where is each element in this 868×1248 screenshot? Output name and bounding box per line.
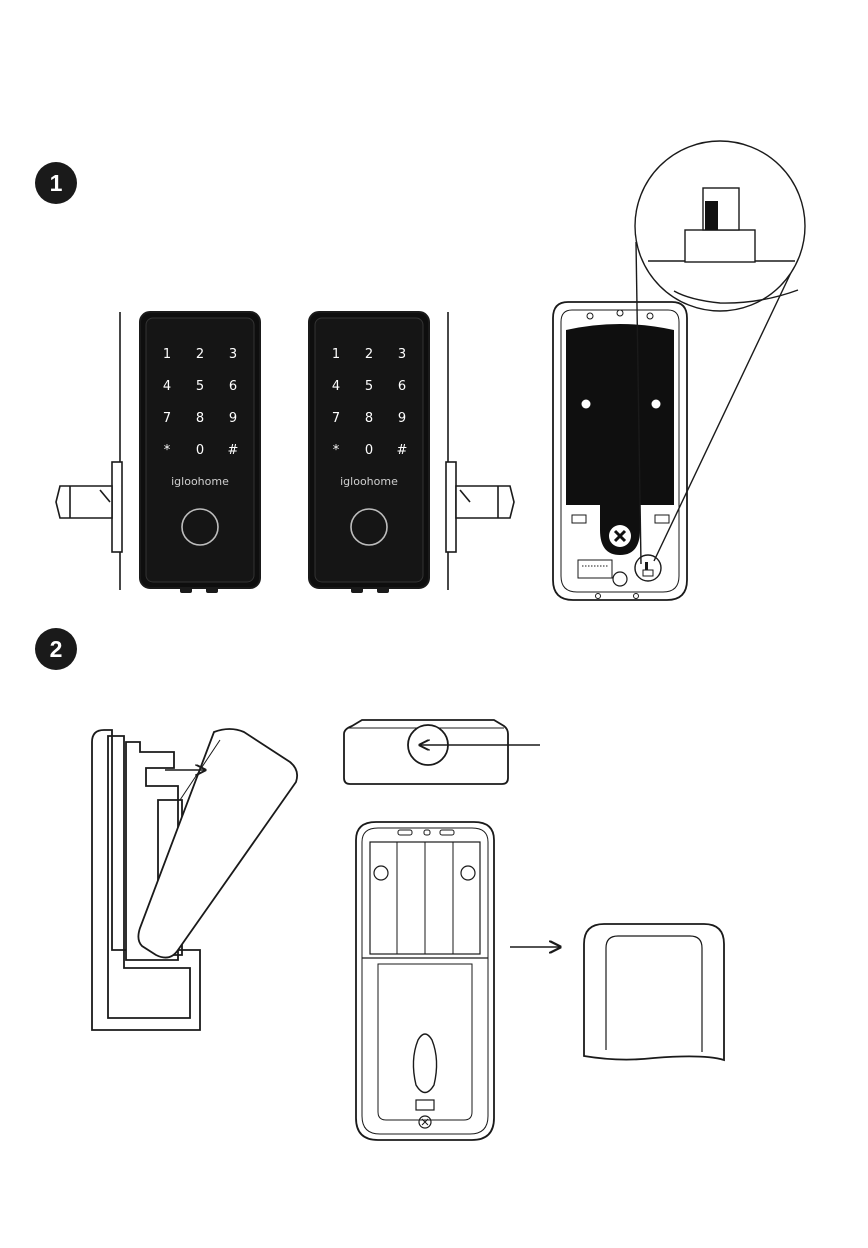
brand-logo-left: igloohome (171, 475, 229, 488)
keypad-key-right[interactable]: 2 (365, 347, 373, 362)
keypad-key-right[interactable]: 4 (332, 379, 340, 394)
keypad-key-right[interactable]: 0 (365, 443, 373, 458)
keypad-front-left: 1 2 3 4 5 6 7 8 9 * 0 # igloohome (140, 312, 260, 593)
left-lock-side (56, 312, 122, 590)
keypad-key-left[interactable]: 2 (196, 347, 204, 362)
keypad-key-left[interactable]: 7 (163, 411, 171, 426)
keypad-key-left[interactable]: 1 (163, 347, 171, 362)
keypad-key-right[interactable]: 8 (365, 411, 373, 426)
keypad-key-left[interactable]: 8 (196, 411, 204, 426)
interior-unit-battery-view (356, 822, 494, 1140)
keypad-key-right[interactable]: 6 (398, 379, 406, 394)
removed-cover (584, 924, 724, 1060)
top-edge-view (344, 720, 540, 784)
keypad-key-right[interactable]: * (333, 443, 340, 458)
keypad-front-right: 1 2 3 4 5 6 7 8 9 * 0 # igloohome (309, 312, 429, 593)
keypad-key-right[interactable]: 9 (398, 411, 406, 426)
keypad-key-left[interactable]: 5 (196, 379, 204, 394)
keypad-key-left[interactable]: * (164, 443, 171, 458)
screw-icon (609, 525, 631, 547)
keypad-key-right[interactable]: # (397, 443, 408, 458)
back-plate (553, 302, 687, 600)
keypad-key-left[interactable]: 3 (229, 347, 237, 362)
brand-logo-right: igloohome (340, 475, 398, 488)
keypad-key-right[interactable]: 3 (398, 347, 406, 362)
keypad-key-left[interactable]: 6 (229, 379, 237, 394)
side-view-cover-open (92, 729, 297, 1030)
keypad-key-left[interactable]: # (228, 443, 239, 458)
keypad-key-left[interactable]: 0 (196, 443, 204, 458)
keypad-key-right[interactable]: 5 (365, 379, 373, 394)
keypad-key-right[interactable]: 7 (332, 411, 340, 426)
right-lock-side (446, 312, 514, 590)
keypad-key-left[interactable]: 9 (229, 411, 237, 426)
keypad-key-left[interactable]: 4 (163, 379, 171, 394)
keypad-key-right[interactable]: 1 (332, 347, 340, 362)
